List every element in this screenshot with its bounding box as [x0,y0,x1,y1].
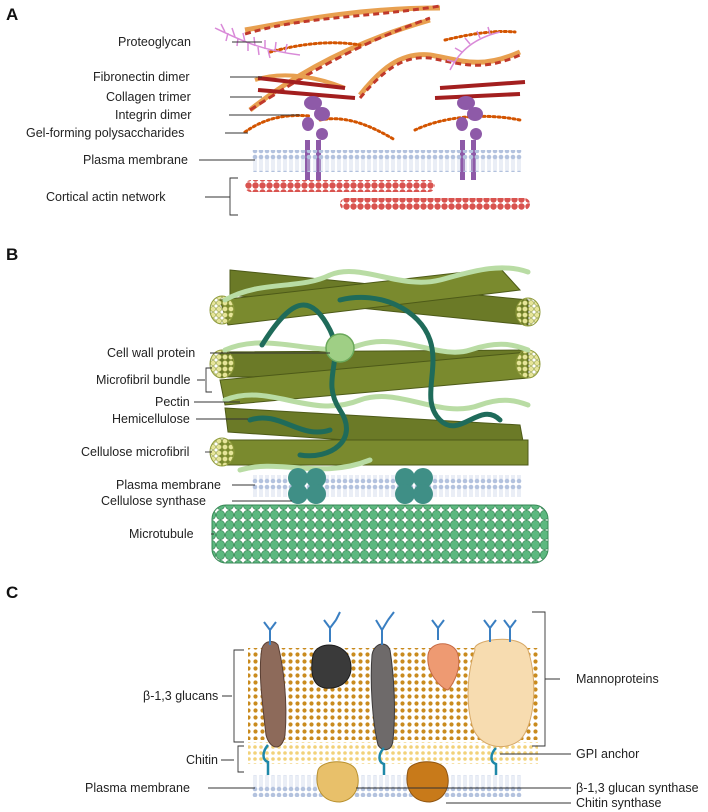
label-fibronectin-dimer: Fibronectin dimer [93,70,190,84]
actin-filaments [245,180,530,210]
panel-b-labels: Cell wall protein Microfibril bundle Pec… [81,346,330,541]
panel-a-illustration [214,4,530,210]
label-cellulose-microfibril: Cellulose microfibril [81,445,189,459]
label-pectin: Pectin [155,395,190,409]
gpi-anchors [262,744,498,775]
hemicellulose-strands [247,294,503,459]
label-gpi-anchor: GPI anchor [576,747,639,761]
label-cellulose-synthase: Cellulose synthase [101,494,206,508]
label-chitin-synthase: Chitin synthase [576,796,662,810]
panel-b-letter: B [6,245,18,264]
label-plasma-membrane-a: Plasma membrane [83,153,188,167]
panel-c-labels: β-1,3 glucans Chitin Plasma membrane Man… [85,611,699,810]
microtubule [211,504,549,564]
label-integrin-dimer: Integrin dimer [115,108,191,122]
label-cortical-actin-network: Cortical actin network [46,190,166,204]
glucan-synthase-shape [316,761,359,803]
label-beta-glucan-synthase: β-1,3 glucan synthase [576,781,699,795]
pectin-strands [222,265,531,473]
label-mannoproteins: Mannoproteins [576,672,659,686]
plasma-membrane-a [252,150,522,172]
label-beta-glucans: β-1,3 glucans [143,689,218,703]
label-proteoglycan: Proteoglycan [118,35,191,49]
label-gel-forming-polysaccharides: Gel-forming polysaccharides [26,126,184,140]
label-plasma-membrane-c: Plasma membrane [85,781,190,795]
label-plasma-membrane-b: Plasma membrane [116,478,221,492]
cellulose-synthases [288,468,433,504]
mannoproteins [259,638,535,751]
glycan-chains [263,611,517,645]
label-collagen-trimer: Collagen trimer [106,90,191,104]
panel-a-letter: A [6,5,18,24]
panel-c-letter: C [6,583,18,602]
label-microfibril-bundle: Microfibril bundle [96,373,191,387]
chitin-layer [248,742,538,764]
proteoglycans [214,23,501,71]
chitin-synthase-shape [406,761,449,803]
panel-b-illustration [209,265,549,564]
fibronectin-dimers [257,76,526,100]
cell-wall-protein [325,333,355,363]
label-chitin: Chitin [186,753,218,767]
panel-c-illustration [248,611,538,803]
label-microtubule: Microtubule [129,527,194,541]
label-hemicellulose: Hemicellulose [112,412,190,426]
panel-a-labels: Proteoglycan Fibronectin dimer Collagen … [26,35,300,216]
plasma-membrane-c [252,775,522,797]
label-cell-wall-protein: Cell wall protein [107,346,195,360]
